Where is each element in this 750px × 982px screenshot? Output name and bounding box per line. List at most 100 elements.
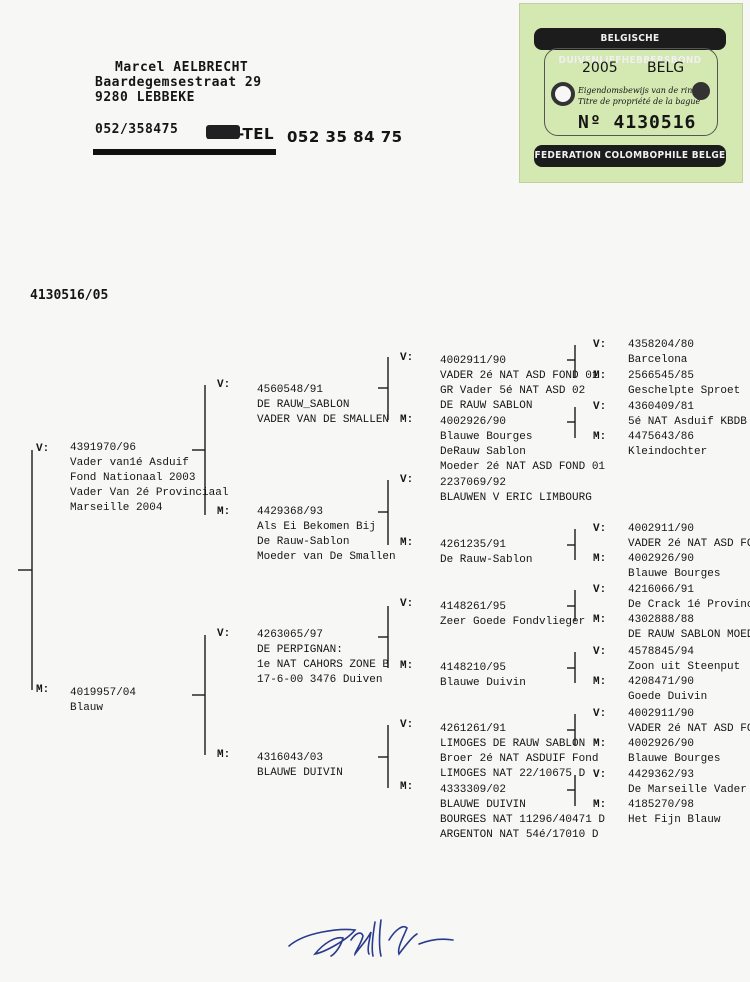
pedigree-line: Als Ei Bekomen Bij (257, 521, 376, 533)
label-g4-12: M: (593, 738, 607, 750)
label-g3-mmm: M: (400, 781, 414, 793)
label-g3-mvv: V: (400, 598, 414, 610)
pedigree-line: VADER 2é NAT ASD FOND 01 (440, 370, 599, 382)
label-g3-mmv: V: (400, 719, 414, 731)
ring-number: 4578845/94 (628, 646, 695, 658)
label-g4-3: V: (593, 401, 607, 413)
stamp-bottom-band: FEDERATION COLOMBOPHILE BELGE (534, 145, 726, 167)
ring-hole-icon (551, 82, 575, 106)
pedigree-line: VADER 2é NAT ASD FO (628, 538, 750, 550)
pedigree-line: LIMOGES DE RAUW SABLON (440, 738, 586, 750)
pedigree-line: De Marseille Vader (628, 784, 747, 796)
ring-number: 4429368/93 (257, 506, 324, 518)
pedigree-line: Blauw (70, 702, 104, 714)
owner-city: 9280 LEBBEKE (95, 90, 195, 105)
pedigree-line: Vader van1é Asduif (70, 457, 189, 469)
pedigree-line: Moeder van De Smallen (257, 551, 396, 563)
pedigree-line: Zoon uit Steenput (628, 661, 741, 673)
owner-fax-number: 052 35 84 75 (287, 128, 403, 146)
label-g2-vm: M: (217, 506, 231, 518)
label-g4-11: V: (593, 708, 607, 720)
label-g4-14: M: (593, 799, 607, 811)
ring-number: 4261235/91 (440, 539, 507, 551)
pedigree-line: De Rauw-Sablon (440, 554, 533, 566)
pedigree-line: DeRauw Sablon (440, 446, 526, 458)
pedigree-line: De Crack 1é Provinc (628, 599, 750, 611)
pedigree-line: DE RAUW_SABLON (257, 399, 350, 411)
redaction-mark (206, 125, 240, 139)
ring-number: 4263065/97 (257, 629, 324, 641)
label-g3-mvm: M: (400, 660, 414, 672)
ring-number: 4019957/04 (70, 687, 137, 699)
label-g4-6: M: (593, 553, 607, 565)
pedigree-line: BLAUWE DUIVIN (440, 799, 526, 811)
pedigree-line: 5é NAT Asduif KBDB (628, 416, 747, 428)
pedigree-line: VADER 2é NAT ASD FO (628, 723, 750, 735)
pedigree-line: 17-6-00 3476 Duiven (257, 674, 383, 686)
ring-number: 4148210/95 (440, 662, 507, 674)
label-g4-1: V: (593, 339, 607, 351)
ring-number: 4261261/91 (440, 723, 507, 735)
underline-bar (93, 149, 276, 155)
pedigree-line: Goede Duivin (628, 691, 708, 703)
label-g3-vvv: V: (400, 352, 414, 364)
label-g2-mv: V: (217, 628, 231, 640)
label-g2-vv: V: (217, 379, 231, 391)
label-g4-2: M: (593, 370, 607, 382)
pedigree-line: DE RAUW SABLON MOED (628, 629, 750, 641)
pedigree-line: Fond Nationaal 2003 (70, 472, 196, 484)
crest-icon (692, 82, 710, 100)
ring-number: 4208471/90 (628, 676, 695, 688)
ring-number: 4358204/80 (628, 339, 695, 351)
pedigree-line: Barcelona (628, 354, 688, 366)
pedigree-line: Geschelpte Sproet (628, 385, 741, 397)
stamp-number-prefix: Nº (578, 112, 602, 133)
pedigree-line: Het Fijn Blauw (628, 814, 721, 826)
ring-number: 2566545/85 (628, 370, 695, 382)
subject-ring-number: 4130516/05 (30, 288, 109, 303)
pedigree-line: DE RAUW SABLON (440, 400, 533, 412)
label-g3-vmv: V: (400, 474, 414, 486)
pedigree-g3-vmm: 4261235/91 De Rauw-Sablon (440, 538, 532, 568)
ring-number: 4148261/95 (440, 601, 507, 613)
label-g3-vmm: M: (400, 537, 414, 549)
stamp-top-band: BELGISCHE DUIVENLIEFHEBBERSBOND (534, 28, 726, 66)
label-g2-mm: M: (217, 749, 231, 761)
pedigree-line: Blauwe Bourges (440, 431, 533, 443)
label-g4-5: V: (593, 523, 607, 535)
label-g3-vvm: M: (400, 414, 414, 426)
ring-number: 4560548/91 (257, 384, 324, 396)
label-g4-9: V: (593, 646, 607, 658)
ring-number: 2237069/92 (440, 477, 507, 489)
stamp-line-fr: Titre de propriété de la bague (578, 97, 701, 106)
ring-number: 4391970/96 (70, 442, 137, 454)
pedigree-line: ARGENTON NAT 54é/17010 D (440, 829, 599, 841)
label-g1-m: M: (36, 684, 50, 696)
ring-number: 4475643/86 (628, 431, 695, 443)
stamp-year: 2005 (582, 60, 618, 76)
pedigree-g4-7: 4216066/91 De Crack 1é Provinc (628, 583, 750, 613)
stamp-number: 4130516 (613, 112, 697, 133)
ring-number: 4216066/91 (628, 584, 695, 596)
ring-number: 4002911/90 (628, 708, 695, 720)
pedigree-line: LIMOGES NAT 22/10675 D (440, 768, 586, 780)
label-g1-v: V: (36, 443, 50, 455)
